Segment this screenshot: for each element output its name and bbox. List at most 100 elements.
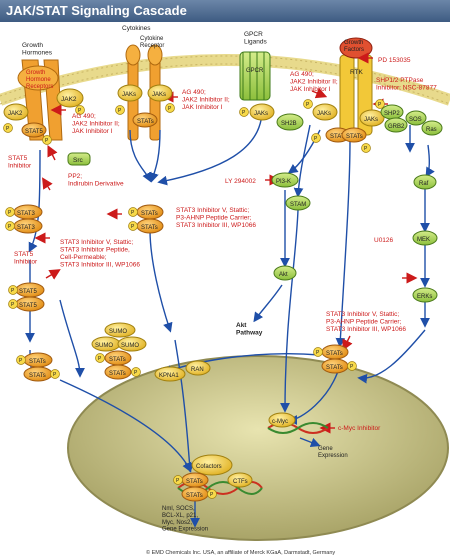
grb2-node: GRB2 [384, 117, 408, 133]
cofactors-node: Cofactors [191, 454, 233, 476]
ctfs-node: CTFs [227, 472, 253, 488]
stats-node-nuclear-1: STATs [181, 472, 209, 488]
svg-text:Akt: Akt [279, 272, 288, 278]
phosphorylation-markers [3, 99, 385, 499]
inhibitor-pd153035: PD 153035 [378, 57, 411, 64]
stat5-node: STAT5 [21, 122, 47, 138]
svg-text:STAT5: STAT5 [25, 129, 43, 135]
svg-text:SUMO: SUMO [109, 329, 127, 335]
gpcr-receptor [239, 51, 271, 101]
svg-text:SUMO: SUMO [121, 343, 139, 349]
erks-node: ERKs [412, 287, 438, 303]
svg-text:Cofactors: Cofactors [196, 464, 222, 470]
stat5-node-lower-2: STAT5 [15, 296, 45, 312]
jaks-node-rtk-right: JAKs [359, 109, 385, 127]
stat3-node-2: STAT3 [13, 218, 43, 234]
svg-text:GRB2: GRB2 [388, 124, 405, 130]
svg-text:P: P [118, 108, 122, 114]
ras-node: Ras [421, 120, 443, 136]
svg-text:c-Myc: c-Myc [272, 419, 288, 425]
svg-text:STATs: STATs [326, 365, 343, 371]
stats-node-right-2: STATs [321, 358, 349, 374]
svg-text:SUMO: SUMO [95, 343, 113, 349]
stats-node-mid-2: STATs [136, 218, 164, 234]
page-title: JAK/STAT Signaling Cascade [6, 3, 187, 18]
svg-text:SOS: SOS [409, 117, 422, 123]
svg-text:STATs: STATs [141, 211, 158, 217]
svg-text:P: P [316, 350, 320, 356]
svg-text:P: P [78, 108, 82, 114]
inhibitor-ag490-mid: AG 490;JAK2 Inhibitor II;JAK Inhibitor I [182, 89, 230, 111]
sumo-node-1: SUMO [104, 322, 136, 338]
svg-text:P: P [8, 224, 12, 230]
svg-text:PI3-K: PI3-K [276, 179, 291, 185]
svg-text:STATs: STATs [109, 357, 126, 363]
svg-text:CTFs: CTFs [233, 479, 248, 485]
stats-node-sumo-1: STATs [104, 350, 132, 366]
svg-text:P: P [134, 370, 138, 376]
svg-text:SHP2: SHP2 [384, 111, 400, 117]
svg-text:STAT5: STAT5 [19, 303, 37, 309]
stats-node-right-1: STATs [321, 344, 349, 360]
sos-node: SOS [405, 110, 427, 126]
svg-text:JAKs: JAKs [364, 117, 378, 123]
sumo-node-2: SUMO [91, 336, 121, 352]
stat5-node-lower-1: STAT5 [15, 282, 45, 298]
stats-node-bottom-left-2: STATs [23, 366, 53, 382]
inhibitor-stat3-left: STAT3 Inhibitor V, Stattic;STAT3 Inhibit… [60, 239, 140, 268]
svg-text:P: P [350, 364, 354, 370]
copyright-footer: © EMD Chemicals Inc. USA, an affiliate o… [146, 549, 335, 556]
svg-text:P: P [98, 356, 102, 362]
svg-text:Src: Src [73, 157, 84, 164]
svg-text:STATs: STATs [346, 134, 363, 140]
shp2-node: SHP2 [380, 104, 404, 120]
jaks-node-gpcr: JAKs [249, 103, 275, 121]
svg-text:JAKs: JAKs [254, 111, 268, 117]
sh2b-node: SH2B [276, 113, 304, 131]
inhibitor-cmyc: c-Myc Inhibitor [338, 425, 381, 432]
akt-node: Akt [273, 265, 297, 281]
stats-node-nuclear-2: STATs [181, 486, 209, 502]
stat3-node-1: STAT3 [13, 204, 43, 220]
stam-node: STAM [285, 195, 311, 211]
svg-text:STATs: STATs [186, 493, 203, 499]
target-genes-label: Nml, SOCS,BCL-XL, p21,Myc, Nos2,Gene Exp… [162, 506, 208, 533]
svg-text:Raf: Raf [419, 181, 429, 187]
jaks-node-right: JAKs [147, 84, 173, 102]
svg-text:P: P [45, 138, 49, 144]
svg-text:MEK: MEK [417, 237, 430, 243]
svg-text:P: P [364, 146, 368, 152]
svg-text:Ras: Ras [426, 127, 437, 133]
svg-text:JAK2: JAK2 [8, 111, 23, 117]
svg-text:P: P [378, 102, 382, 108]
svg-text:STATs: STATs [141, 225, 158, 231]
svg-text:STATs: STATs [109, 371, 126, 377]
inhibitor-stat3-right: STAT3 Inhibitor V, Stattic;P3-AHNP Pepti… [326, 311, 406, 333]
kpna1-node: KPNA1 [154, 366, 186, 382]
svg-text:JAKs: JAKs [122, 92, 136, 98]
stats-node-bottom-left-1: STATs [23, 352, 53, 368]
svg-text:P: P [19, 358, 23, 364]
svg-text:P: P [210, 492, 214, 498]
raf-node: Raf [413, 174, 437, 190]
jaks-node-rtk: JAKs [312, 103, 338, 121]
svg-text:P: P [53, 372, 57, 378]
inhibitor-labels: AG 490;JAK2 Inhibitor II;JAK Inhibitor I… [8, 57, 437, 432]
inhibitor-pp2: PP2;Indirubin Derivative [68, 173, 124, 187]
cytokines-label: Cytokines [122, 25, 151, 32]
stats-node-sumo-2: STATs [104, 364, 132, 380]
svg-text:P: P [176, 478, 180, 484]
svg-text:STATs: STATs [330, 134, 347, 140]
